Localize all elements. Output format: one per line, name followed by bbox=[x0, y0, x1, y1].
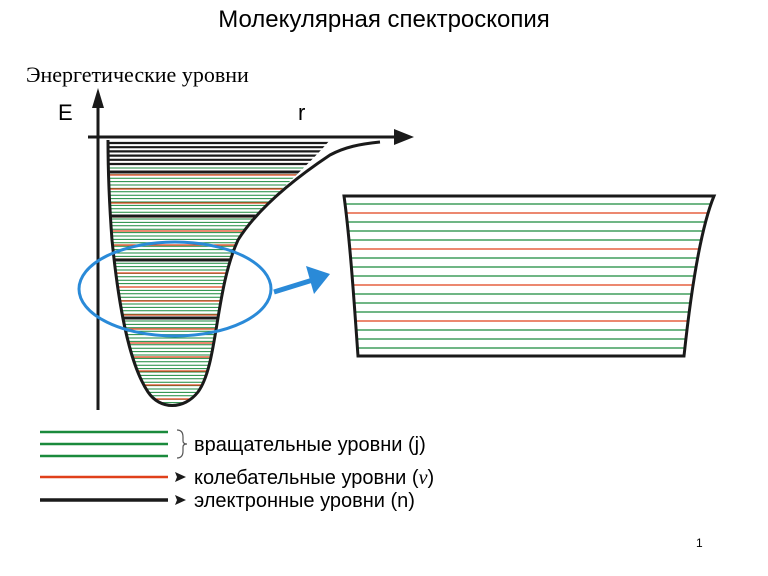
legend-brace bbox=[176, 429, 188, 459]
y-axis-label: E bbox=[58, 100, 73, 125]
zoom-arrow-head bbox=[306, 266, 330, 294]
slide-number: 1 bbox=[696, 536, 703, 550]
legend-vibrational-label: колебательные уровни (v) bbox=[194, 467, 434, 489]
highlight-ellipse bbox=[77, 240, 273, 338]
zoom-arrow-shaft bbox=[273, 276, 317, 295]
legend-vibrational-pointer bbox=[175, 472, 186, 482]
legend-electronic-label: электронные уровни (n) bbox=[194, 490, 415, 512]
x-axis-label: r bbox=[298, 100, 305, 125]
potential-curve bbox=[106, 139, 381, 407]
legend-rotational-label: вращательные уровни (j) bbox=[194, 434, 426, 456]
zoomed-region-outline bbox=[342, 194, 717, 358]
slide-title: Молекулярная спектроскопия bbox=[218, 6, 550, 33]
legend: вращательные уровни (j) колебательные ур… bbox=[40, 429, 434, 512]
legend-electronic-pointer bbox=[175, 495, 186, 505]
x-axis-arrow bbox=[394, 129, 414, 145]
zoomed-levels bbox=[344, 203, 714, 349]
slide-subtitle: Энергетические уровни bbox=[26, 62, 249, 87]
y-axis-arrow bbox=[92, 88, 104, 108]
